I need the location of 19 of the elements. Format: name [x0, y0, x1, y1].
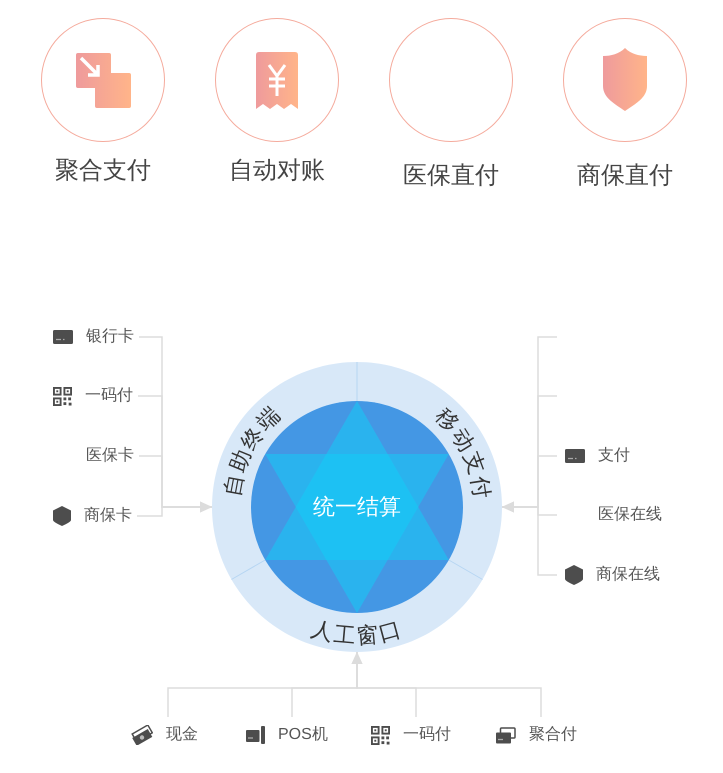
- method-label: 银行卡: [86, 327, 134, 347]
- method-label: 医保在线: [598, 505, 662, 525]
- method-label: 现金: [166, 725, 198, 745]
- method-label: 一码付: [403, 725, 451, 745]
- method-label: 一码付: [85, 386, 133, 406]
- feature-label: 商保直付: [577, 161, 673, 191]
- feature-label: 自动对账: [229, 156, 325, 186]
- segment-label: 人工窗口: [308, 616, 406, 648]
- segment-label: 自助终端: [219, 400, 286, 498]
- method-label: 医保卡: [86, 446, 134, 466]
- method-label: 商保卡: [84, 506, 132, 526]
- center-label: 统一结算: [312, 493, 402, 521]
- method-label: 聚合付: [529, 725, 577, 745]
- segment-label: 移动支付: [430, 403, 496, 502]
- feature-label: 医保直付: [403, 161, 499, 191]
- method-label: 支付: [598, 446, 630, 466]
- method-label: 商保在线: [596, 565, 660, 585]
- method-label: POS机: [278, 725, 328, 745]
- feature-label: 聚合支付: [55, 156, 151, 186]
